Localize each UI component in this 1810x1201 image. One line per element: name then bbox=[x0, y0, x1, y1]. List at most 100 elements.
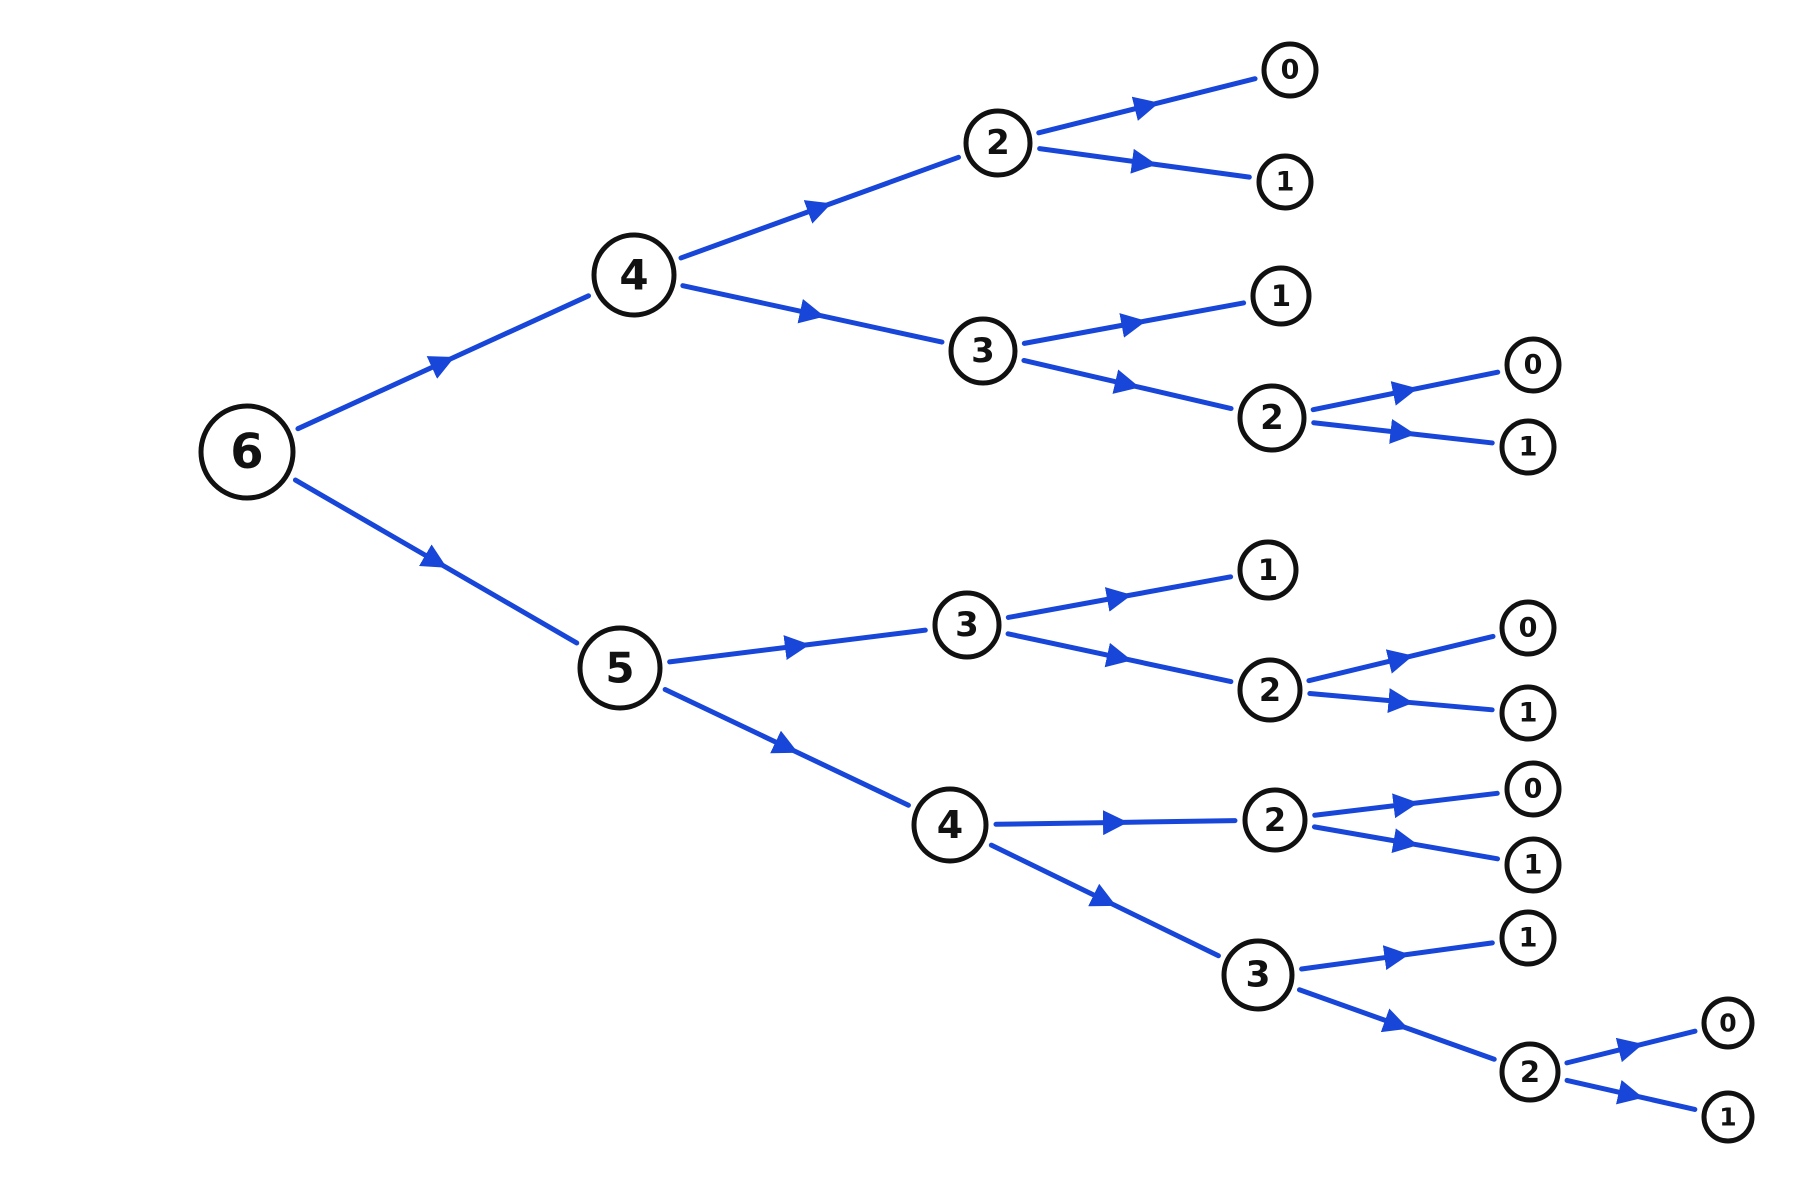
node-label: 2 bbox=[1260, 398, 1284, 438]
edge-n2c-n1e bbox=[1307, 688, 1495, 714]
edge-segment-with-arrow bbox=[667, 635, 810, 665]
node-circle bbox=[1237, 539, 1299, 601]
edge-segment-with-arrow bbox=[1564, 1077, 1644, 1105]
edge-n2b-n0b bbox=[1310, 369, 1501, 413]
edge-segment-with-arrow bbox=[988, 842, 1117, 907]
edge-segment bbox=[433, 559, 580, 646]
edge-segment-with-arrow bbox=[678, 200, 832, 261]
edge-segment bbox=[1628, 1092, 1698, 1112]
node-circle bbox=[932, 590, 1002, 660]
tree-node-n1d: 1 bbox=[1499, 418, 1557, 476]
edge-segment-with-arrow bbox=[1005, 587, 1132, 620]
node-circle bbox=[1701, 1090, 1755, 1144]
node-label: 1 bbox=[1519, 923, 1538, 954]
edge-n5-n3b bbox=[667, 627, 928, 665]
node-label: 1 bbox=[1524, 850, 1543, 881]
node-label: 0 bbox=[1519, 613, 1538, 644]
edge-n2d-n0d bbox=[1312, 790, 1500, 819]
edge-n3b-n1c bbox=[1005, 574, 1234, 620]
tree-node-n0e: 0 bbox=[1701, 996, 1755, 1050]
edge-segment-with-arrow bbox=[1312, 793, 1419, 819]
edge-segment bbox=[1628, 1028, 1698, 1050]
node-circle bbox=[1221, 938, 1295, 1012]
node-circle bbox=[1256, 153, 1314, 211]
edge-segment bbox=[784, 744, 911, 808]
edge-segment bbox=[440, 293, 592, 365]
edge-n2b-n1d bbox=[1311, 419, 1495, 446]
node-circle bbox=[1504, 336, 1562, 394]
edge-n2a-n0a bbox=[1036, 76, 1258, 136]
node-label: 0 bbox=[1524, 774, 1543, 805]
edge-segment bbox=[1400, 430, 1495, 446]
edge-segment bbox=[1402, 369, 1501, 394]
node-label: 1 bbox=[1276, 167, 1295, 198]
node-label: 5 bbox=[605, 644, 634, 693]
node-circle bbox=[963, 108, 1033, 178]
edge-n3c-n1g bbox=[1299, 940, 1495, 972]
tree-node-n1c: 1 bbox=[1237, 539, 1299, 601]
edge-segment-with-arrow bbox=[1306, 649, 1414, 684]
edge-segment-with-arrow bbox=[1296, 987, 1409, 1033]
tree-node-n0c: 0 bbox=[1499, 599, 1557, 657]
node-label: 1 bbox=[1519, 432, 1538, 463]
node-label: 0 bbox=[1281, 55, 1300, 86]
edge-segment bbox=[1116, 655, 1234, 685]
edge-n5-n4b bbox=[662, 686, 911, 808]
edge-segment-with-arrow bbox=[295, 356, 455, 432]
edge-segment-with-arrow bbox=[1311, 419, 1416, 444]
edge-n4a-n2a bbox=[678, 154, 962, 261]
node-circle bbox=[1499, 684, 1557, 742]
edge-segment-with-arrow bbox=[1037, 146, 1157, 174]
node-circle bbox=[948, 316, 1018, 386]
edge-segment bbox=[1398, 699, 1495, 713]
node-circle bbox=[911, 786, 989, 864]
tree-node-n1f: 1 bbox=[1504, 836, 1562, 894]
tree-node-n2e: 2 bbox=[1499, 1041, 1561, 1103]
edge-segment-with-arrow bbox=[993, 810, 1128, 836]
tree-node-n1g: 1 bbox=[1499, 909, 1557, 967]
tree-node-n0a: 0 bbox=[1261, 41, 1319, 99]
tree-node-n4a: 4 bbox=[591, 232, 677, 318]
node-label: 2 bbox=[986, 123, 1010, 163]
edge-segment-with-arrow bbox=[1307, 688, 1414, 714]
node-label: 1 bbox=[1519, 698, 1538, 729]
tree-node-n3c: 3 bbox=[1221, 938, 1295, 1012]
node-circle bbox=[198, 403, 296, 501]
node-label: 3 bbox=[1245, 955, 1270, 996]
node-label: 2 bbox=[1259, 671, 1281, 709]
node-circle bbox=[1499, 599, 1557, 657]
node-label: 1 bbox=[1258, 553, 1278, 587]
edge-segment bbox=[1394, 1022, 1497, 1062]
node-circle bbox=[1701, 996, 1755, 1050]
node-circle bbox=[1499, 418, 1557, 476]
edge-n2e-n0e bbox=[1564, 1028, 1698, 1066]
node-circle bbox=[1250, 265, 1312, 327]
edge-segment bbox=[1394, 940, 1495, 959]
tree-node-n4b: 4 bbox=[911, 786, 989, 864]
edge-segment-with-arrow bbox=[1005, 631, 1132, 668]
edge-segment bbox=[1131, 300, 1247, 326]
node-label: 0 bbox=[1719, 1009, 1736, 1038]
node-circle bbox=[1504, 836, 1562, 894]
tree-node-n1a: 1 bbox=[1256, 153, 1314, 211]
edge-segment bbox=[1403, 840, 1501, 862]
edge-segment bbox=[1398, 633, 1496, 662]
edge-segment bbox=[817, 154, 962, 211]
node-label: 3 bbox=[955, 605, 979, 645]
edge-segment bbox=[809, 311, 945, 345]
node-circle bbox=[1242, 787, 1308, 853]
edge-segment-with-arrow bbox=[1564, 1037, 1644, 1066]
node-label: 3 bbox=[971, 331, 995, 371]
node-circle bbox=[1261, 41, 1319, 99]
edge-segment bbox=[1141, 160, 1252, 180]
edge-segment-with-arrow bbox=[292, 477, 447, 568]
node-circle bbox=[1499, 909, 1557, 967]
node-circle bbox=[1499, 1041, 1561, 1103]
edge-segment-with-arrow bbox=[680, 283, 825, 324]
node-circle bbox=[1504, 760, 1562, 818]
edge-n4b-n3c bbox=[988, 842, 1221, 959]
tree-node-n2b: 2 bbox=[1237, 383, 1307, 453]
tree-node-n0b: 0 bbox=[1504, 336, 1562, 394]
edge-segment-with-arrow bbox=[1021, 313, 1147, 346]
edge-n4b-n2d bbox=[993, 810, 1238, 836]
